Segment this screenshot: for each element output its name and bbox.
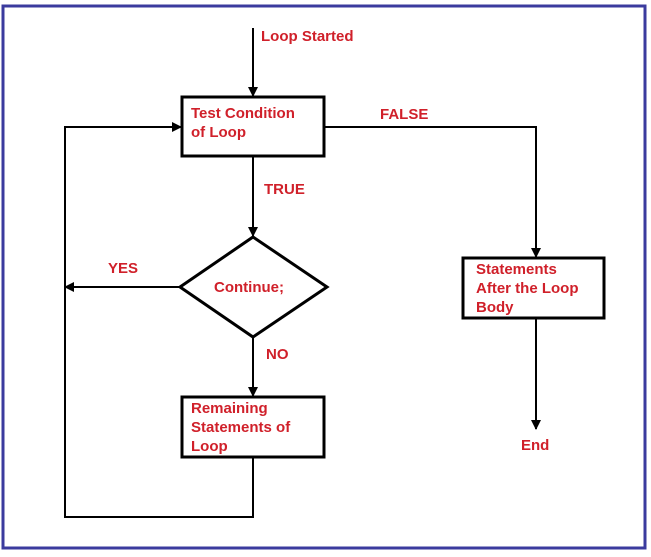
test-condition-line1: Test Condition <box>191 105 295 122</box>
no-label: NO <box>266 346 289 363</box>
after-loop-line2: After the Loop <box>476 280 579 297</box>
false-path-arrow <box>324 126 541 258</box>
end-label: End <box>521 437 549 454</box>
test-condition-line2: of Loop <box>191 124 246 141</box>
continue-label: Continue; <box>214 279 284 296</box>
false-label: FALSE <box>380 106 428 123</box>
after-loop-line3: Body <box>476 299 514 316</box>
after-loop-box <box>461 256 606 320</box>
remaining-statements-box <box>180 395 326 459</box>
remaining-line3: Loop <box>191 438 228 455</box>
loop-started-label: Loop Started <box>261 28 354 45</box>
yes-label: YES <box>108 260 138 277</box>
after-loop-line1: Statements <box>476 261 557 278</box>
true-label: TRUE <box>264 181 305 198</box>
remaining-line1: Remaining <box>191 400 268 417</box>
remaining-line2: Statements of <box>191 419 291 436</box>
loop-back-arrow <box>64 122 254 518</box>
test-condition-box <box>180 95 326 158</box>
